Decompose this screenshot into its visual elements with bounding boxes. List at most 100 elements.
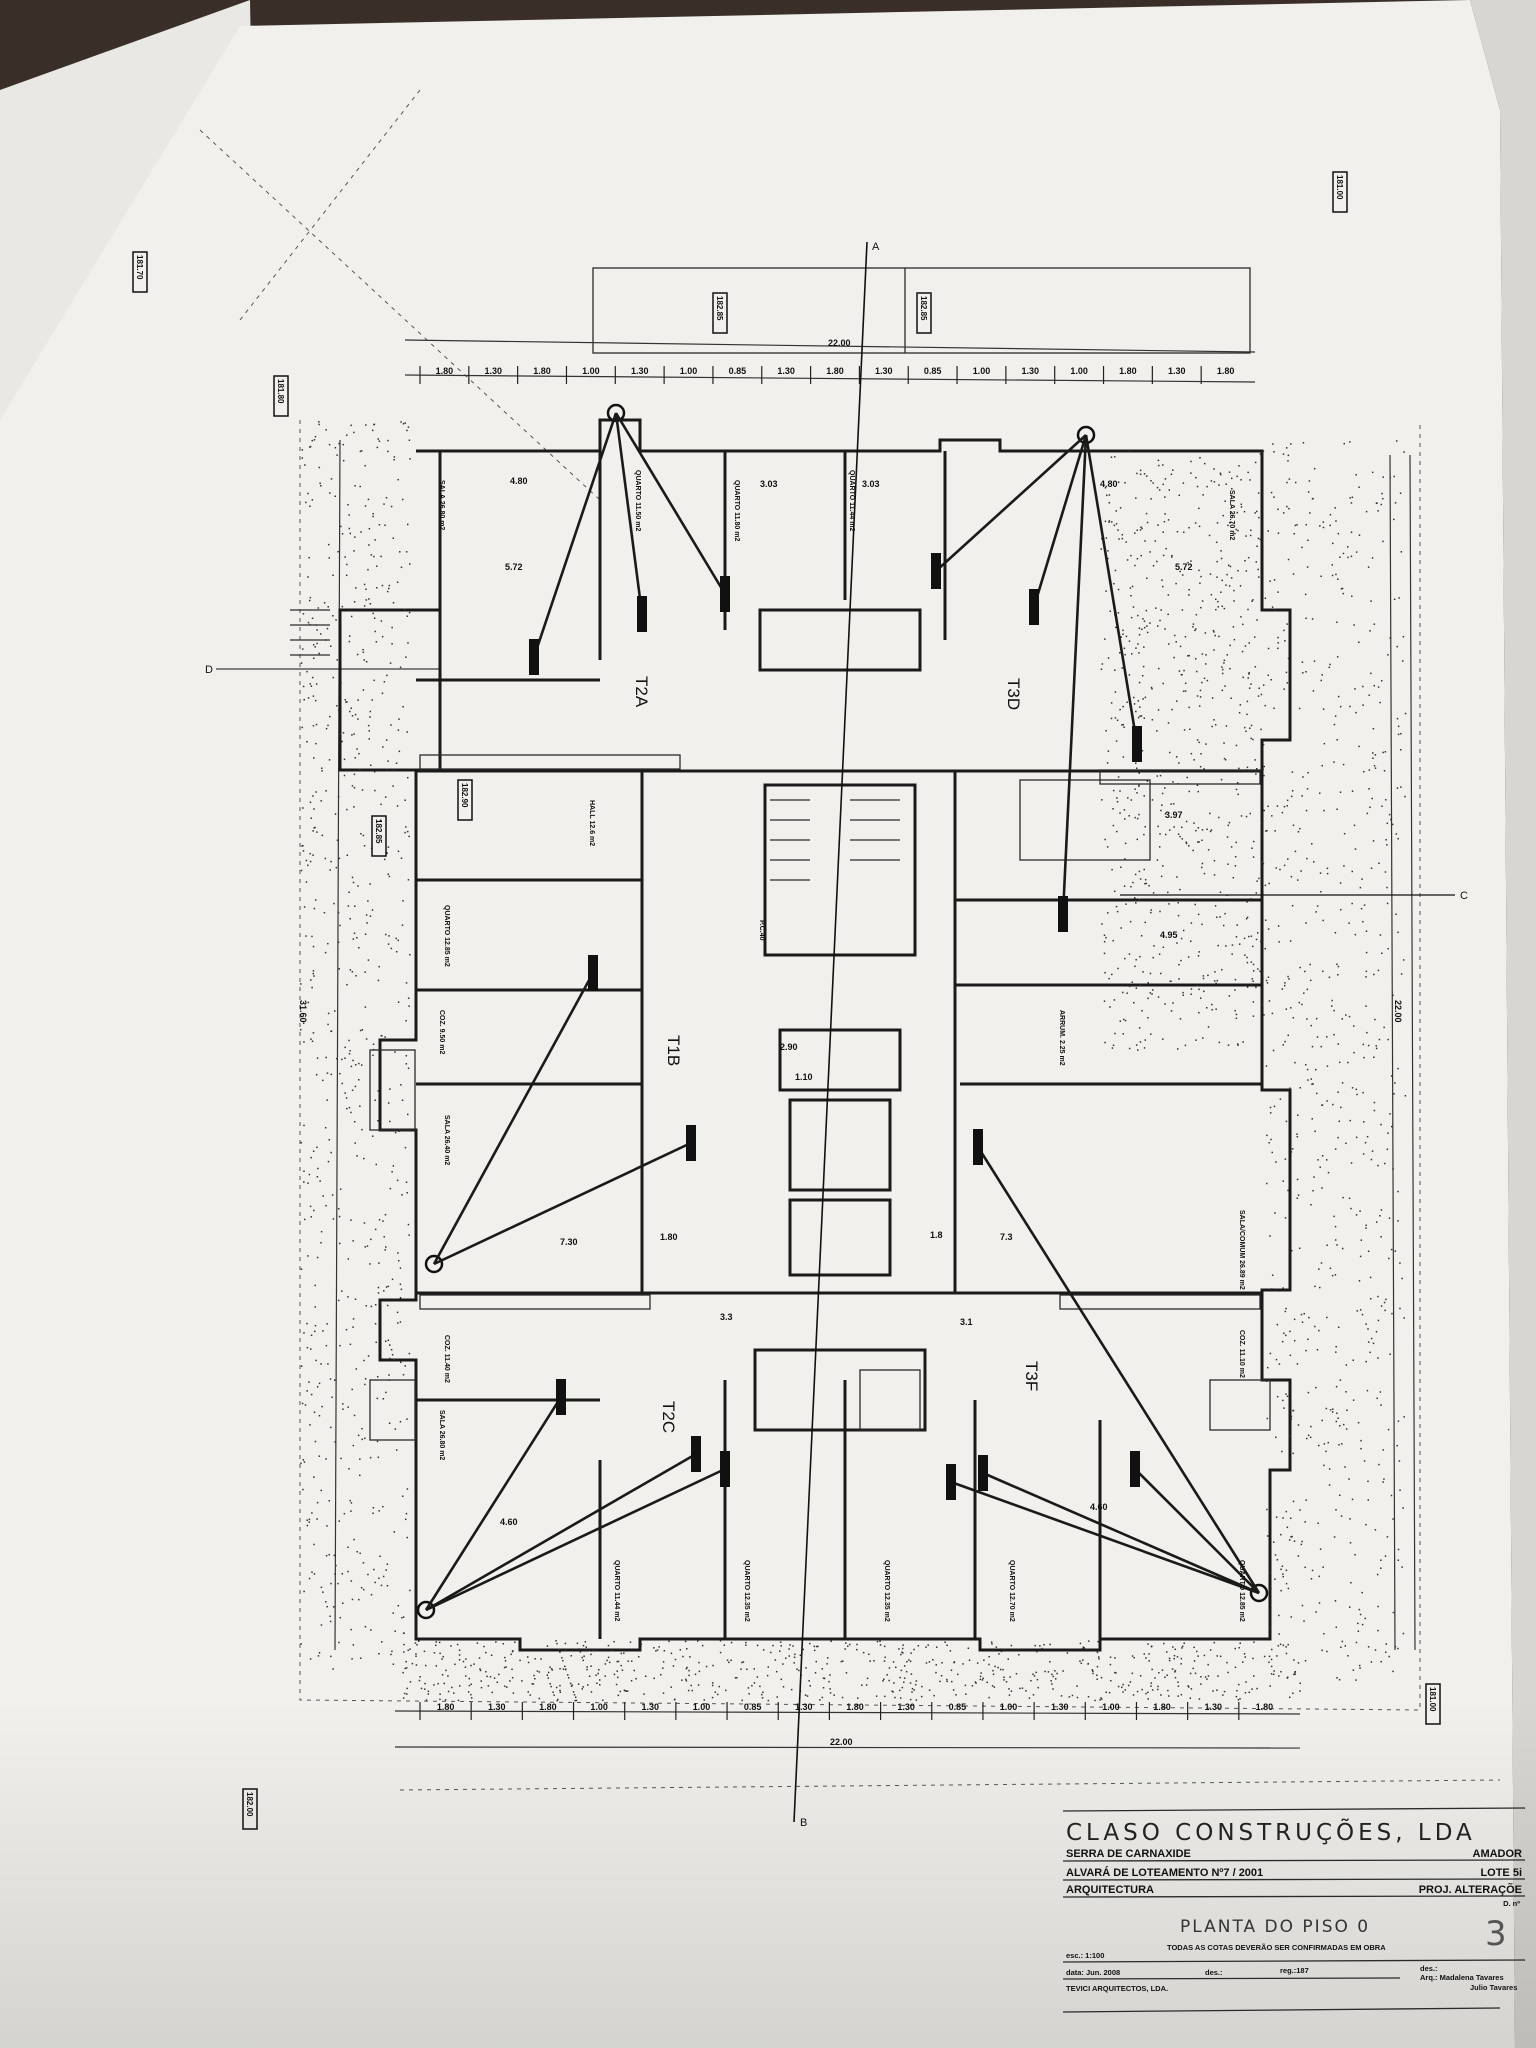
hatch-dot (320, 1489, 323, 1492)
hatch-dot (350, 1111, 352, 1114)
hatch-dot (1290, 795, 1293, 798)
hatch-dot (990, 1641, 993, 1643)
hatch-dot (1116, 910, 1119, 913)
hatch-dot (498, 1673, 500, 1676)
hatch-dot (1345, 1142, 1347, 1145)
hatch-dot (329, 1620, 332, 1623)
hatch-dot (1321, 764, 1324, 767)
hatch-dot (941, 1662, 943, 1664)
hatch-dot (1380, 1559, 1382, 1561)
hatch-dot (401, 1194, 403, 1196)
hatch-dot (952, 1689, 955, 1691)
hatch-dot (1282, 1044, 1284, 1046)
hatch-dot (1276, 805, 1279, 807)
hatch-dot (300, 1643, 302, 1645)
hatch-dot (310, 1393, 313, 1396)
hatch-dot (1404, 1094, 1407, 1097)
hatch-dot (378, 1577, 380, 1580)
hatch-dot (362, 651, 365, 654)
hatch-dot (555, 1686, 558, 1689)
hatch-dot (1150, 1682, 1153, 1684)
hatch-dot (405, 1054, 408, 1057)
hatch-dot (377, 438, 379, 440)
hatch-dot (1288, 1539, 1291, 1541)
hatch-dot (1370, 672, 1372, 675)
hatch-dot (1221, 605, 1223, 608)
hatch-dot (465, 1675, 467, 1677)
hatch-dot (1113, 524, 1116, 527)
hatch-dot (1097, 1640, 1099, 1643)
hatch-dot (1304, 593, 1307, 596)
hatch-dot (302, 1488, 304, 1491)
hatch-dot (1311, 1045, 1314, 1048)
hatch-dot (1138, 772, 1140, 774)
hatch-dot (921, 1685, 923, 1688)
dimension-label: 1.30 (1022, 366, 1040, 376)
hatch-dot (1114, 1657, 1116, 1659)
wire-line (614, 412, 644, 615)
hatch-dot (1357, 1622, 1359, 1625)
hatch-dot (1181, 574, 1184, 576)
dimension-label: 0.85 (729, 366, 747, 376)
hatch-dot (399, 666, 402, 669)
hatch-dot (447, 1690, 450, 1693)
apartment-label-t3f: T3F (1022, 1361, 1041, 1391)
hatch-dot (1351, 496, 1354, 499)
hatch-dot (378, 1510, 380, 1512)
hatch-dot (1121, 667, 1123, 669)
hatch-dot (1118, 651, 1121, 654)
hatch-dot (383, 1290, 385, 1292)
hatch-dot (407, 997, 410, 999)
hatch-dot (742, 1661, 745, 1663)
hatch-dot (380, 1584, 383, 1587)
hatch-dot (346, 1107, 348, 1110)
hatch-dot (1179, 835, 1181, 838)
hatch-dot (1314, 1068, 1317, 1071)
hatch-dot (1337, 1136, 1339, 1139)
hatch-dot (1333, 723, 1336, 726)
hatch-dot (351, 785, 354, 787)
hatch-dot (689, 1656, 691, 1658)
hatch-dot (830, 1640, 832, 1643)
hatch-dot (327, 1363, 329, 1365)
hatch-dot (310, 685, 313, 687)
hatch-dot (367, 1355, 370, 1357)
hatch-dot (1220, 550, 1222, 552)
hatch-dot (1124, 842, 1127, 845)
hatch-dot (1386, 1536, 1389, 1538)
dimension-label: 1.00 (973, 366, 991, 376)
hatch-dot (303, 1170, 305, 1172)
reg: reg.:187 (1280, 1966, 1309, 1975)
hatch-dot (381, 692, 384, 695)
interior-dimension: 5.72 (1175, 562, 1193, 572)
hatch-dot (1397, 1190, 1399, 1193)
hatch-dot (772, 1644, 774, 1647)
hatch-dot (1403, 1317, 1405, 1319)
hatch-dot (354, 1064, 357, 1066)
hatch-dot (569, 1682, 572, 1685)
hatch-dot (1255, 892, 1258, 894)
hatch-dot (1297, 1662, 1300, 1664)
hatch-dot (319, 1180, 321, 1182)
hatch-dot (322, 1591, 324, 1593)
hatch-dot (1341, 587, 1344, 590)
hatch-dot (1103, 934, 1106, 937)
hatch-dot (396, 805, 399, 807)
hatch-dot (364, 464, 366, 467)
hatch-dot (1204, 1676, 1207, 1678)
hatch-dot (1151, 719, 1154, 721)
hatch-dot (330, 1582, 332, 1585)
hatch-dot (1036, 1650, 1038, 1653)
hatch-dot (1335, 573, 1337, 576)
hatch-dot (1216, 1689, 1218, 1691)
hatch-dot (626, 1690, 629, 1692)
hatch-dot (751, 1684, 753, 1687)
hatch-dot (1196, 695, 1199, 697)
hatch-dot (1112, 789, 1115, 792)
fixture-icon (556, 1379, 566, 1415)
hatch-dot (556, 1642, 558, 1645)
hatch-dot (1252, 970, 1255, 972)
hatch-dot (350, 707, 352, 709)
hatch-dot (1150, 909, 1153, 911)
hatch-dot (1286, 1395, 1289, 1398)
